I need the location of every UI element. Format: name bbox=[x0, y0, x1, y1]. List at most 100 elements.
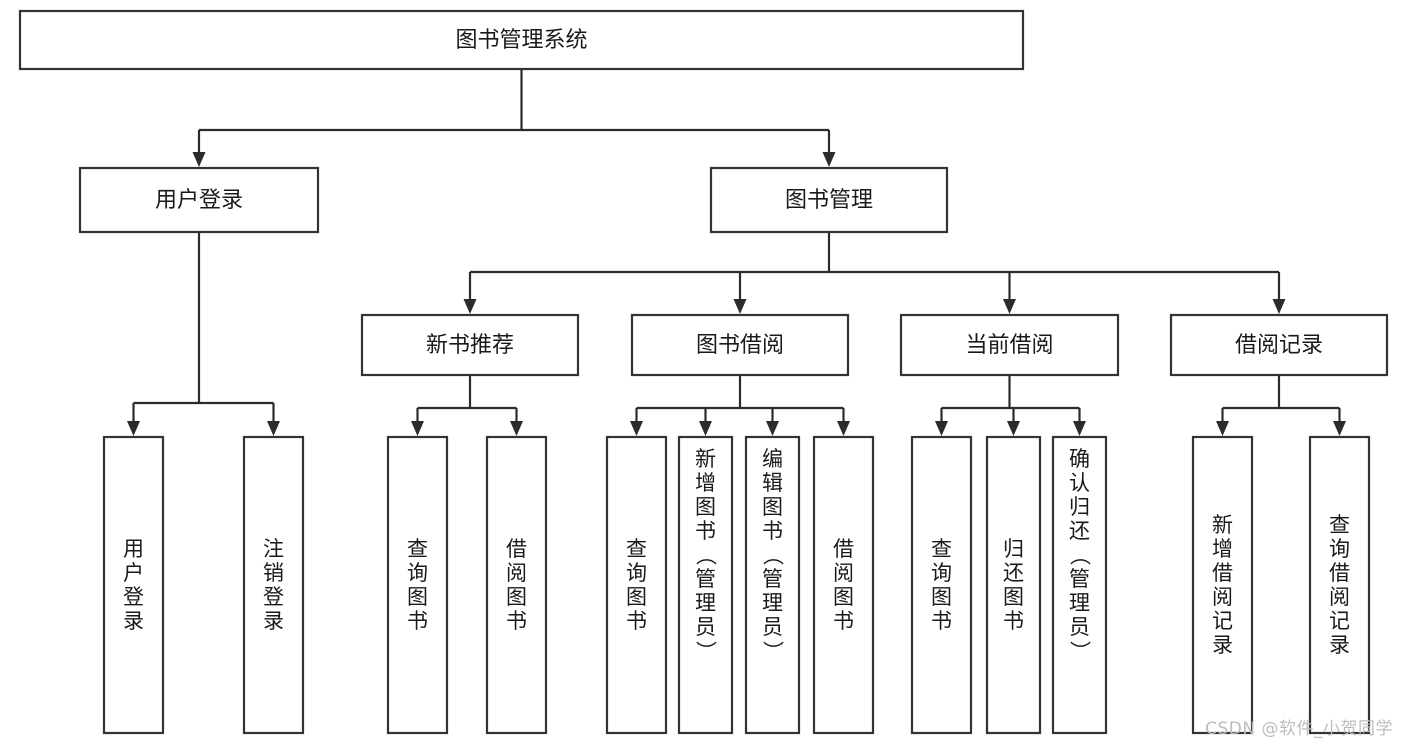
svg-text:当前借阅: 当前借阅 bbox=[965, 333, 1053, 358]
node-leaf-borrow-book-bb-box[interactable] bbox=[812, 435, 875, 735]
svg-text:用: 用 bbox=[123, 537, 144, 561]
node-user-login[interactable]: 用户登录 bbox=[78, 166, 320, 234]
node-leaf-user-login-box[interactable] bbox=[102, 435, 165, 735]
svg-text:归: 归 bbox=[1069, 495, 1090, 519]
node-leaf-user-logout-box[interactable] bbox=[242, 435, 305, 735]
svg-text:借: 借 bbox=[506, 537, 527, 561]
svg-text:询: 询 bbox=[931, 561, 952, 585]
node-user-login-box[interactable] bbox=[78, 166, 320, 234]
svg-text:记: 记 bbox=[1212, 609, 1233, 633]
arrow-head-icon bbox=[192, 152, 206, 167]
arrow-head-icon bbox=[935, 421, 948, 436]
svg-text:记: 记 bbox=[1329, 609, 1350, 633]
arrow-head-icon bbox=[463, 299, 477, 314]
node-book-borrow[interactable]: 图书借阅 bbox=[630, 313, 850, 377]
svg-text:阅: 阅 bbox=[506, 561, 527, 585]
svg-text:图书管理系统: 图书管理系统 bbox=[455, 28, 587, 53]
svg-text:（: （ bbox=[1068, 545, 1092, 566]
arrow-head-icon bbox=[411, 421, 424, 436]
svg-text:员: 员 bbox=[762, 615, 783, 639]
node-root-system[interactable]: 图书管理系统 bbox=[18, 9, 1025, 71]
arrow-head-icon bbox=[822, 152, 836, 167]
node-leaf-add-record-box[interactable] bbox=[1191, 435, 1254, 735]
svg-text:管: 管 bbox=[762, 567, 783, 591]
svg-text:阅: 阅 bbox=[1212, 585, 1233, 609]
node-current-borrow-box[interactable] bbox=[899, 313, 1120, 377]
svg-text:书: 书 bbox=[626, 609, 647, 633]
node-leaf-query-book-rec-box[interactable] bbox=[386, 435, 449, 735]
node-book-manage[interactable]: 图书管理 bbox=[709, 166, 949, 234]
connectors-layer bbox=[127, 69, 1346, 436]
node-leaf-query-book-cb-box[interactable] bbox=[910, 435, 973, 735]
svg-text:（: （ bbox=[761, 545, 785, 566]
arrow-head-icon bbox=[267, 421, 280, 436]
svg-text:员: 员 bbox=[695, 615, 716, 639]
svg-text:书: 书 bbox=[1003, 609, 1024, 633]
svg-text:询: 询 bbox=[626, 561, 647, 585]
svg-text:阅: 阅 bbox=[1329, 585, 1350, 609]
svg-text:登: 登 bbox=[123, 585, 144, 609]
svg-text:管: 管 bbox=[1069, 567, 1090, 591]
svg-text:书: 书 bbox=[506, 609, 527, 633]
node-leaf-user-login[interactable]: 用户登录 bbox=[102, 435, 165, 735]
node-new-book-rec[interactable]: 新书推荐 bbox=[360, 313, 580, 377]
node-leaf-edit-book-box[interactable] bbox=[744, 435, 801, 735]
node-leaf-confirm-return-box[interactable] bbox=[1051, 435, 1108, 735]
node-borrow-record-box[interactable] bbox=[1169, 313, 1389, 377]
arrow-head-icon bbox=[127, 421, 140, 436]
svg-text:录: 录 bbox=[123, 609, 144, 633]
svg-text:图: 图 bbox=[626, 585, 647, 609]
node-new-book-rec-box[interactable] bbox=[360, 313, 580, 377]
node-book-borrow-box[interactable] bbox=[630, 313, 850, 377]
node-book-manage-box[interactable] bbox=[709, 166, 949, 234]
svg-text:图书借阅: 图书借阅 bbox=[696, 333, 784, 358]
node-root-system-box[interactable] bbox=[18, 9, 1025, 71]
node-leaf-query-book-bb-box[interactable] bbox=[605, 435, 668, 735]
arrow-head-icon bbox=[1073, 421, 1086, 436]
nodes-layer: 图书管理系统用户登录图书管理新书推荐图书借阅当前借阅借阅记录用户登录注销登录查询… bbox=[18, 9, 1389, 735]
svg-text:新: 新 bbox=[1212, 513, 1233, 537]
node-current-borrow[interactable]: 当前借阅 bbox=[899, 313, 1120, 377]
svg-text:理: 理 bbox=[762, 591, 783, 615]
arrow-head-icon bbox=[510, 421, 523, 436]
arrow-head-icon bbox=[1216, 421, 1229, 436]
svg-text:图: 图 bbox=[833, 585, 854, 609]
svg-text:图: 图 bbox=[762, 495, 783, 519]
svg-text:录: 录 bbox=[1212, 633, 1233, 657]
svg-text:还: 还 bbox=[1003, 561, 1024, 585]
svg-text:借: 借 bbox=[833, 537, 854, 561]
node-borrow-record[interactable]: 借阅记录 bbox=[1169, 313, 1389, 377]
svg-text:户: 户 bbox=[123, 561, 144, 585]
svg-text:书: 书 bbox=[695, 519, 716, 543]
svg-text:辑: 辑 bbox=[762, 471, 783, 495]
svg-text:还: 还 bbox=[1069, 519, 1090, 543]
node-leaf-query-record-box[interactable] bbox=[1308, 435, 1371, 735]
node-leaf-add-book-box[interactable] bbox=[677, 435, 734, 735]
svg-text:借阅记录: 借阅记录 bbox=[1235, 333, 1323, 358]
svg-text:图: 图 bbox=[1003, 585, 1024, 609]
svg-text:图: 图 bbox=[407, 585, 428, 609]
svg-text:增: 增 bbox=[1212, 537, 1233, 561]
svg-text:理: 理 bbox=[1069, 591, 1090, 615]
svg-text:图书管理: 图书管理 bbox=[785, 188, 873, 213]
svg-text:书: 书 bbox=[407, 609, 428, 633]
svg-text:（: （ bbox=[694, 545, 718, 566]
svg-text:）: ） bbox=[761, 641, 785, 662]
watermark-text: CSDN @软件_小贺同学 bbox=[1205, 719, 1393, 739]
arrow-head-icon bbox=[733, 299, 747, 314]
node-leaf-borrow-book-rec-box[interactable] bbox=[485, 435, 548, 735]
node-leaf-return-book-box[interactable] bbox=[985, 435, 1042, 735]
